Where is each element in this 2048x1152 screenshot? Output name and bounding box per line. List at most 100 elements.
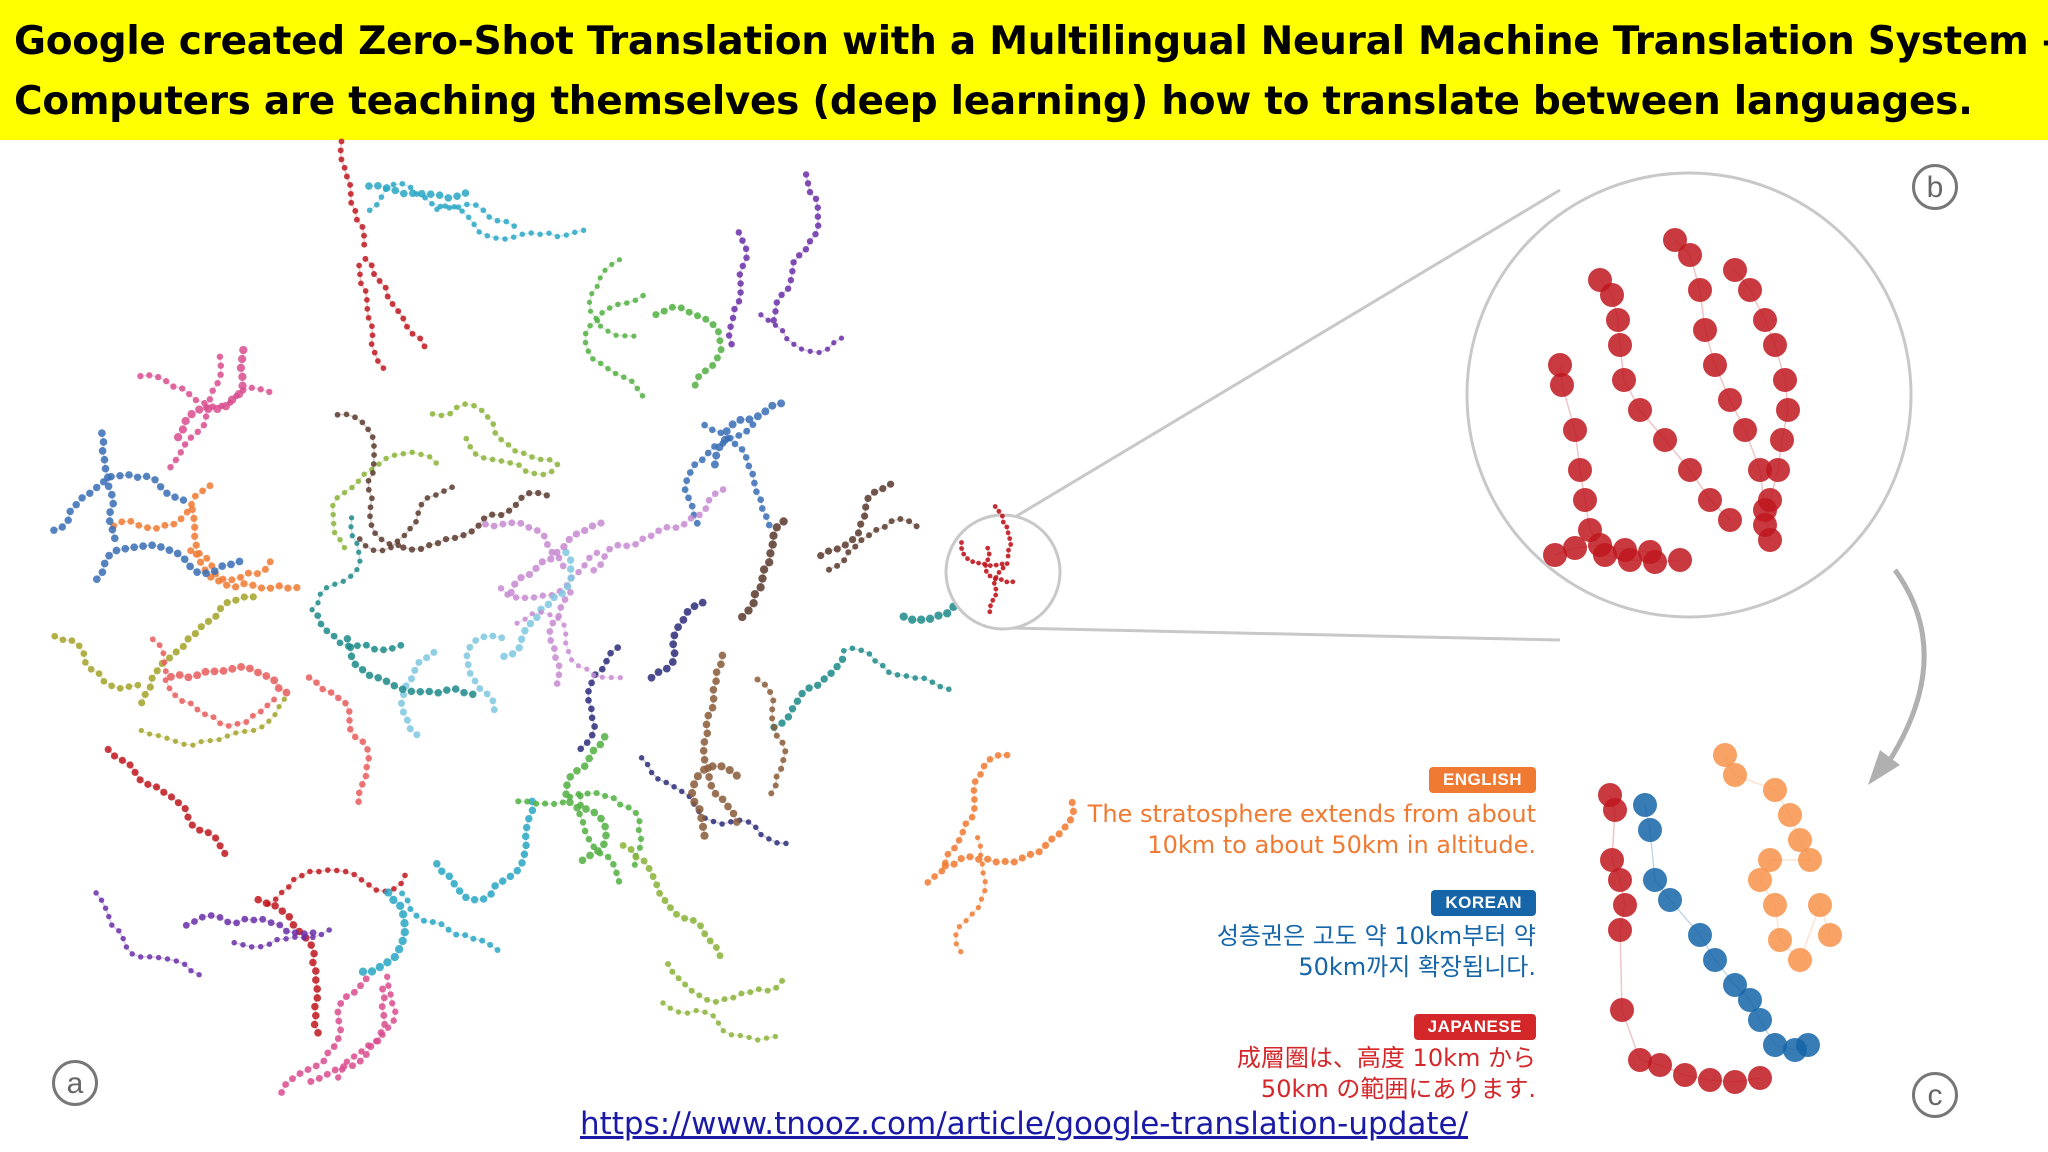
embedding-chain-point [754,676,761,683]
magnified-point-point [1550,373,1574,397]
embedding-chain-point [362,542,369,549]
embedding-chain-point [241,915,249,923]
embedding-chain-point [782,748,789,755]
embedding-chain-point [148,674,156,682]
small-cluster-link [960,542,1003,567]
embedding-chain-point [979,861,985,867]
embedding-chain-point [193,568,201,576]
embedding-chain-link [772,174,819,321]
embedding-chain-point [862,503,870,511]
embedding-chain-point [390,1017,397,1024]
embedding-chain-point [522,841,530,850]
embedding-chain-point [100,559,109,568]
embedding-chain-point [587,322,593,329]
embedding-chain-point [391,452,398,458]
embedding-chain-point [365,671,374,680]
embedding-chain-point [284,584,292,592]
embedding-chain-point [86,489,94,498]
embedding-chain-point [341,544,348,551]
embedding-chain-point [153,524,160,532]
embedding-chain-point [312,1062,320,1070]
embedding-chain-point [407,687,416,696]
embedding-chain-point [289,1075,296,1083]
embedding-chain-point [194,706,201,713]
embedding-chain-point [675,1009,682,1015]
embedding-chain-point [426,454,433,460]
embedding-chain-point [231,583,240,591]
embedding-chain-point [314,1029,322,1037]
embedding-chain-point [403,716,411,724]
embedding-chain-point [422,194,428,201]
source-link[interactable]: https://www.tnooz.com/article/google-tra… [579,1106,1469,1142]
embedding-chain-point [296,1070,304,1078]
embedding-chain-point [804,180,812,187]
embedding-chain-point [709,694,718,703]
embedding-chain-point [197,623,205,631]
embedding-chain-point [187,700,194,707]
embedding-chain-point [216,605,225,613]
embedding-chain-point [489,456,496,463]
embedding-chain-point [173,549,182,558]
embedding-chain-point [758,574,767,583]
korean-point-point [1633,793,1657,817]
embedding-chain-point [272,896,279,903]
embedding-chain-point [717,346,725,354]
embedding-chain-point [957,855,965,863]
embedding-chain-point [218,562,227,570]
panel-label-b: b [1912,164,1958,210]
small-cluster-point [1005,530,1011,536]
embedding-chain-point [380,365,387,371]
embedding-chain-point [531,470,538,477]
embedding-chain-point [165,546,174,554]
korean-point-point [1643,868,1667,892]
japanese-point-point [1603,798,1627,822]
embedding-chain-point [671,784,677,790]
embedding-chain-point [438,867,446,875]
embedding-chain-point [713,354,721,362]
embedding-chain-point [508,650,517,658]
embedding-chain-point [206,396,214,403]
embedding-chain-point [510,234,517,240]
embedding-chain-point [341,489,348,496]
small-cluster-point [965,556,970,562]
embedding-chain-point [636,844,643,851]
embedding-chain-point [779,328,786,334]
magnified-point-point [1703,353,1727,377]
embedding-chain-point [107,490,116,499]
embedding-chain-point [770,316,777,324]
embedding-chain-point [345,642,352,650]
embedding-chain-point [253,570,261,578]
embedding-chain-point [489,697,497,705]
embedding-chain-point [148,541,156,550]
embedding-chain-point [655,527,662,535]
embedding-chain-point [840,647,847,654]
embedding-chain-point [262,672,271,680]
embedding-chain-point [573,766,581,775]
embedding-chain-point [202,413,210,420]
embedding-chain-point [451,204,457,210]
embedding-chain-point [701,367,709,375]
embedding-chain-point [585,754,594,763]
embedding-chain-point [472,451,479,457]
embedding-chain-point [450,880,458,888]
embedding-chain-point [656,889,664,897]
embedding-chain-point [414,191,420,197]
embedding-chain-point [768,401,777,410]
embedding-chain-point [365,755,372,762]
embedding-chain-point [897,515,904,523]
embedding-chain-point [619,841,627,849]
embedding-chain-point [191,918,198,925]
embedding-chain-point [378,194,385,200]
embedding-chain-point [421,343,428,350]
embedding-chain-point [958,949,964,955]
embedding-chain-point [490,706,498,714]
embedding-chain-point [492,430,499,436]
embedding-chain-point [75,642,83,650]
embedding-chain-point [694,312,701,320]
embedding-chain-point [426,542,433,549]
embedding-chain-point [383,958,392,967]
embedding-chain-point [712,998,719,1005]
embedding-chain-point [552,654,559,661]
embedding-chain-point [184,813,192,821]
japanese-point-point [1723,1070,1747,1094]
